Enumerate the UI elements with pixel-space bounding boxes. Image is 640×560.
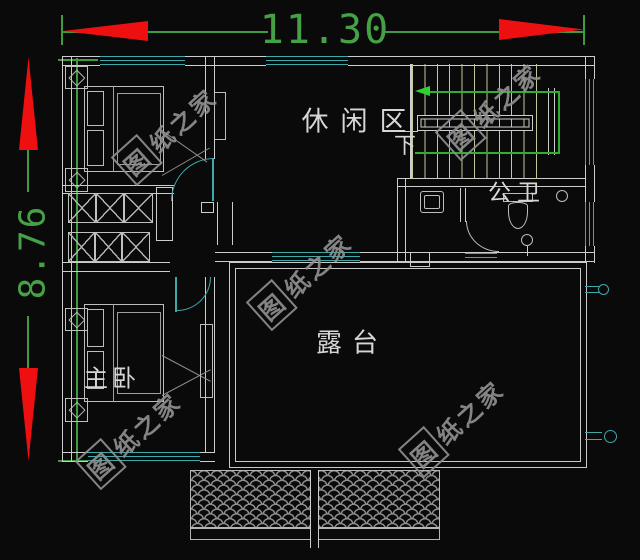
sliding-door-terrace	[272, 252, 360, 262]
room-label-leisure: 休闲区	[301, 106, 419, 138]
terrace-outline-inner	[235, 268, 581, 462]
cabinet	[214, 92, 226, 140]
tv-stand	[200, 324, 213, 398]
washbasin	[420, 191, 444, 213]
dim-ext-left-1	[27, 150, 29, 192]
downspout-line	[585, 292, 600, 294]
dim-tick-top-left	[61, 15, 63, 45]
floor-drain-2	[556, 190, 568, 202]
window-leisure	[266, 56, 348, 66]
door-leaf-master	[175, 277, 177, 312]
nightstand	[65, 66, 88, 89]
dim-tick-left-bottom	[58, 460, 98, 462]
floor-drain-1	[521, 234, 533, 246]
stair-handrail	[417, 115, 533, 131]
dim-tick-top-right	[583, 15, 585, 45]
nightstand	[65, 168, 88, 192]
door-sill-bath	[465, 253, 497, 261]
room-label-bathroom: 公卫	[488, 180, 546, 206]
wall-closet-jamb	[156, 187, 173, 241]
stair-path-right	[558, 91, 560, 153]
wall-jamb-hall	[201, 202, 214, 213]
wardrobe-cell	[68, 193, 96, 223]
canopy-post	[310, 470, 319, 548]
room-label-terrace: 露台	[315, 328, 389, 359]
stair-treads	[412, 64, 548, 179]
bed-fold-line	[113, 304, 114, 402]
downspout-line	[585, 432, 602, 434]
wardrobe-cell	[96, 193, 124, 223]
red-arrow-up-icon	[19, 57, 38, 150]
bed-blanket	[117, 93, 161, 165]
terrace-outline-outer	[229, 262, 587, 468]
wall-bath-partition	[460, 188, 466, 222]
dim-height-label: 8.76	[12, 204, 54, 300]
window-bathroom	[585, 202, 595, 246]
room-label-master: 主卧	[84, 364, 140, 393]
wardrobe-cell	[122, 232, 150, 262]
downspout-circle	[598, 284, 609, 295]
wall-stub-bath	[410, 252, 430, 267]
wall-hall-east	[217, 202, 233, 245]
dim-width-label: 11.30	[259, 7, 391, 53]
red-arrow-left-icon	[63, 21, 148, 41]
floor-drain-1-line	[526, 246, 528, 256]
stair-path-bottom	[415, 152, 560, 154]
dim-tick-left-top	[58, 59, 98, 61]
pillow	[87, 130, 104, 166]
wall-master-right	[205, 277, 215, 453]
pillow	[87, 309, 104, 347]
red-arrow-down-icon	[19, 368, 38, 461]
pillow	[87, 351, 104, 389]
pillow	[87, 91, 104, 126]
stair-stringer	[548, 88, 555, 155]
downspout-line	[585, 286, 600, 288]
toilet-tank	[503, 193, 533, 202]
wardrobe-cell	[95, 232, 122, 262]
red-arrow-right-icon	[499, 19, 584, 40]
door-leaf-bedroom1	[212, 158, 214, 201]
wall-master-top	[62, 262, 170, 272]
dim-line-top-right	[382, 31, 583, 33]
dim-line-top-left	[62, 31, 268, 33]
door-arc-bathroom	[466, 221, 499, 252]
stair-direction-arrow-icon	[415, 86, 430, 96]
stair-label-tick	[385, 131, 418, 132]
window-bedroom1	[100, 56, 185, 66]
stair-path-top	[428, 91, 560, 93]
bed	[84, 86, 164, 172]
bed-fold-line	[113, 86, 114, 172]
window-stairs	[585, 79, 595, 165]
stair-left-edge	[410, 64, 412, 179]
washbasin-inner	[424, 195, 440, 209]
wardrobe-cell	[124, 193, 153, 223]
downspout-circle	[604, 430, 617, 443]
bed	[84, 304, 164, 402]
nightstand	[65, 398, 88, 422]
wardrobe-cell	[68, 232, 95, 262]
downspout-line	[585, 439, 602, 441]
toilet-bowl	[508, 202, 528, 229]
stair-down-label: 下	[393, 134, 417, 159]
wall-bath-left	[397, 178, 406, 262]
bed-blanket	[117, 312, 161, 394]
dim-ext-left-2	[27, 316, 29, 370]
window-master	[88, 452, 200, 462]
